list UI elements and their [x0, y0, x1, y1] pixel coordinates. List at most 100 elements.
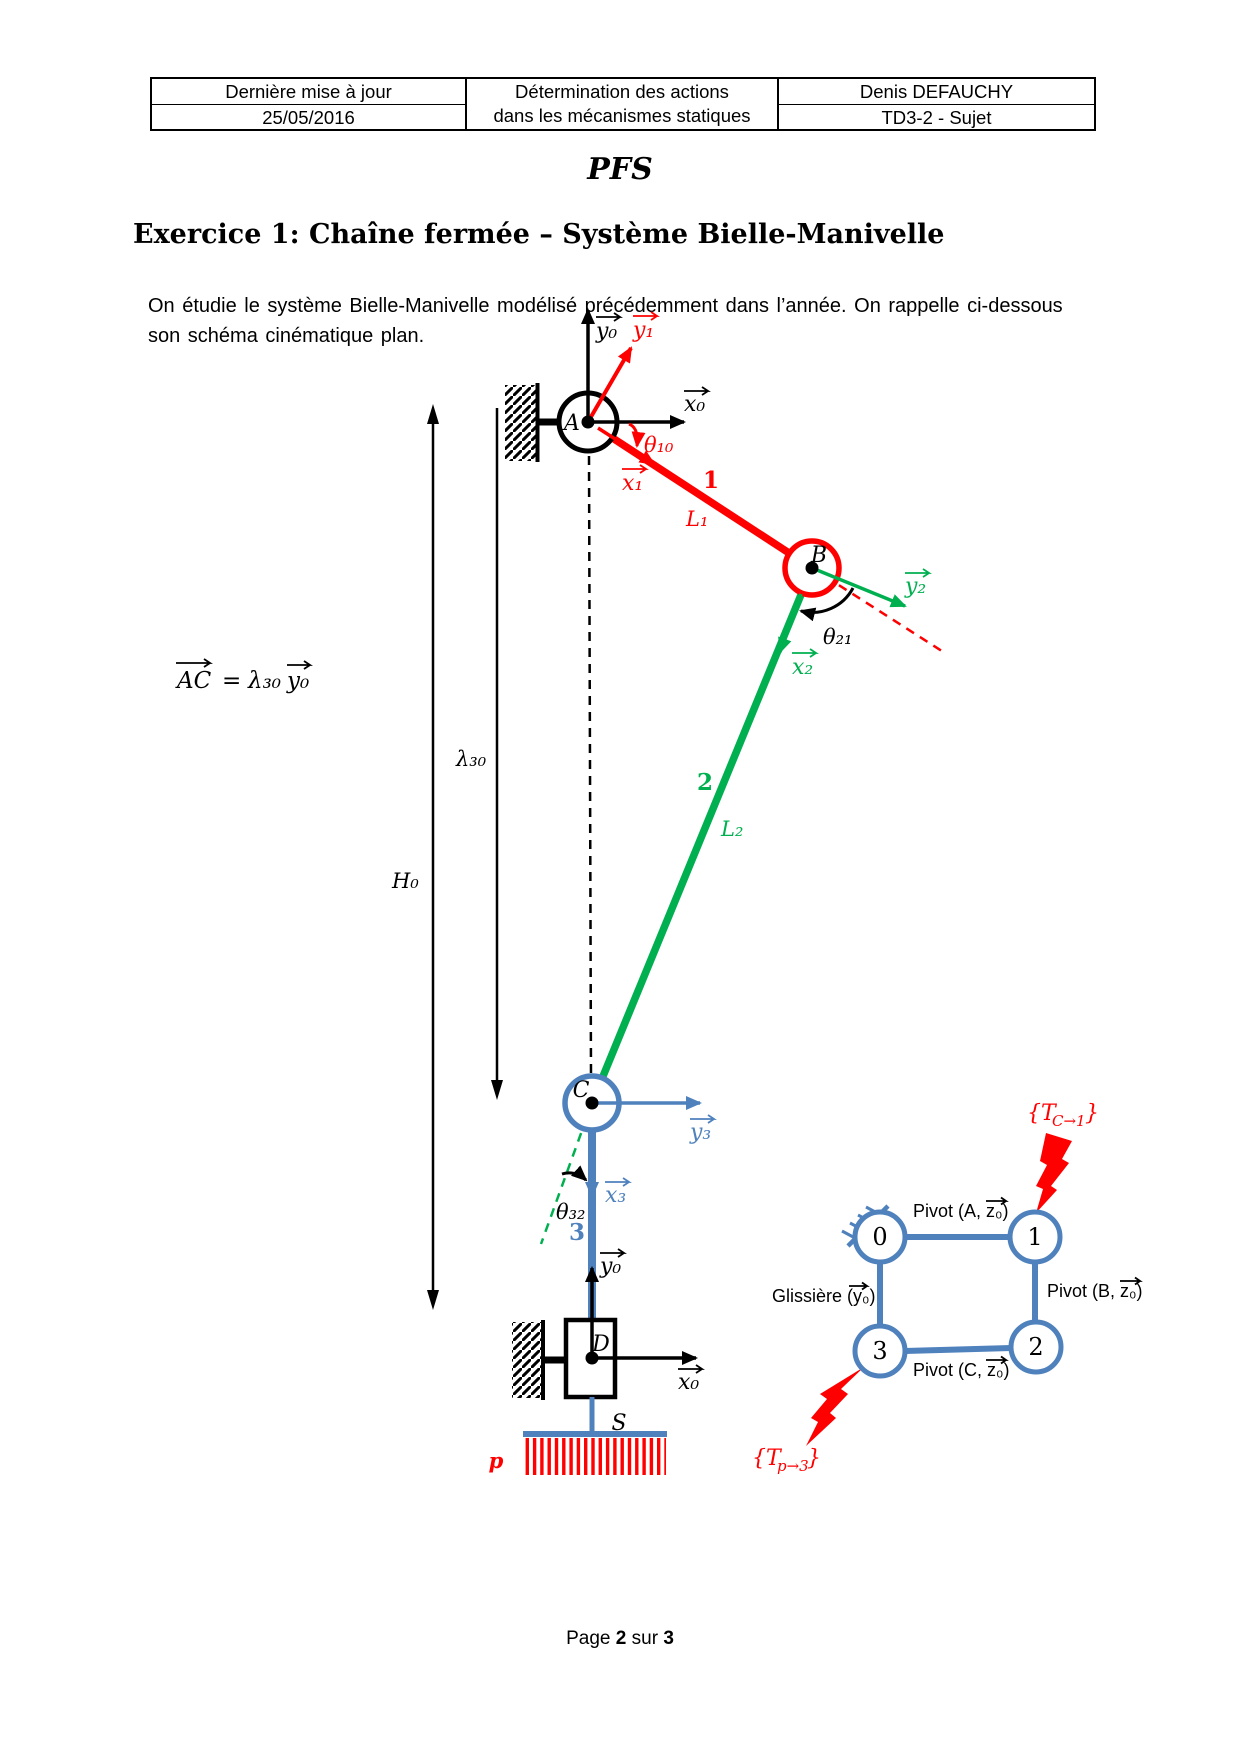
svg-text:x₀: x₀ — [678, 1370, 699, 1395]
theta32-label: θ₃₂ — [556, 1200, 585, 1224]
link2-length: L₂ — [720, 817, 743, 841]
graph-node-3-label: 3 — [872, 1337, 887, 1365]
equation-lhs: AC — [175, 668, 212, 694]
link2-number: 2 — [697, 769, 713, 796]
h0-dimension — [427, 404, 439, 1310]
page-title: PFS — [587, 152, 653, 187]
svg-text:}: } — [807, 1446, 821, 1471]
link3-number: 3 — [569, 1219, 585, 1246]
pressure-label: p — [489, 1448, 504, 1473]
joint-d-dot — [585, 1351, 599, 1365]
joint-d-label: D — [591, 1332, 610, 1357]
svg-text:Glissière (y₀): Glissière (y₀) — [772, 1286, 875, 1306]
theta32-arc — [561, 1165, 588, 1182]
graph-edge-3-2 — [904, 1345, 1012, 1354]
theta21-arc — [799, 587, 855, 622]
svg-text:x₀: x₀ — [684, 392, 705, 417]
header-col-title: Détermination des actions dans les mécan… — [465, 79, 779, 129]
graph-node-1-label: 1 — [1027, 1223, 1042, 1251]
svg-text:y₀: y₀ — [595, 319, 617, 344]
lambda30-label: λ₃₀ — [455, 747, 487, 771]
torque-p3-label: {T p→3 } — [752, 1446, 821, 1475]
link1-number: 1 — [703, 467, 719, 494]
graph-pivot-b-label: Pivot (B, z₀) — [1047, 1276, 1143, 1301]
svg-text:{T: {T — [1027, 1101, 1058, 1126]
joint-b-label: B — [810, 543, 827, 568]
intro-line2: son schéma cinématique plan. — [148, 325, 425, 347]
exercise-heading: Exercice 1: Chaîne fermée – Système Biel… — [133, 219, 945, 250]
x0-top-label: x₀ — [684, 386, 711, 417]
x1-arrow — [597, 426, 656, 466]
svg-text:y₀: y₀ — [599, 1254, 621, 1279]
header-col-updated: Dernière mise à jour 25/05/2016 — [152, 79, 465, 129]
header-table: Dernière mise à jour 25/05/2016 Détermin… — [150, 77, 1096, 131]
y2-arrow — [811, 566, 907, 608]
surface-s-label: S — [611, 1411, 626, 1436]
theta21-label: θ₂₁ — [823, 625, 852, 649]
joint-a-label: A — [562, 411, 580, 436]
x1-label: x₁ — [622, 464, 649, 496]
graph-pivot-a-label: Pivot (A, z₀) — [913, 1196, 1009, 1221]
lambda30-dimension — [491, 408, 503, 1100]
y1-arrow — [586, 346, 633, 424]
torque-c1-label: {T C→1 } — [1027, 1101, 1099, 1130]
svg-text:p→3: p→3 — [777, 1457, 809, 1475]
svg-text:y₃: y₃ — [689, 1120, 711, 1145]
wall-hatch-a — [505, 383, 562, 462]
footer-page-number: 2 — [615, 1628, 627, 1649]
header-updated-date: 25/05/2016 — [262, 106, 355, 128]
header-author: Denis DEFAUCHY — [779, 79, 1094, 105]
h0-arrow-down-icon — [427, 1290, 439, 1310]
lambda30-arrow-down-icon — [491, 1080, 503, 1100]
header-course-line2: dans les mécanismes statiques — [493, 105, 751, 126]
graph-node-3 — [852, 1323, 908, 1379]
y1-label: y₁ — [632, 311, 660, 343]
x2-arrow — [778, 593, 803, 654]
svg-text:x₂: x₂ — [792, 655, 813, 680]
svg-text:Pivot (B, z₀): Pivot (B, z₀) — [1047, 1281, 1142, 1301]
joint-c-label: C — [573, 1078, 590, 1103]
y0-bottom-label: y₀ — [599, 1248, 627, 1279]
lightning-bolt-c1-icon — [1036, 1133, 1072, 1213]
link1-extension-dashed — [811, 566, 946, 655]
y0-top-label: y₀ — [595, 312, 623, 344]
pressure-hatch — [524, 1438, 666, 1475]
x3-label: x₃ — [605, 1177, 632, 1208]
header-col-author: Denis DEFAUCHY TD3-2 - Sujet — [779, 79, 1094, 129]
svg-text:x₁: x₁ — [622, 471, 643, 496]
linkage-graph: 0 1 2 3 Pivot (A, z₀) Pivot (B, z₀) Pivo… — [752, 1101, 1143, 1475]
page-footer: Page 2 sur 3 — [148, 1628, 1092, 1650]
graph-node-0 — [852, 1209, 908, 1265]
equation-vec: y₀ — [286, 668, 309, 694]
h0-label: H₀ — [391, 869, 419, 893]
ac-dashed-line — [587, 455, 593, 1077]
header-updated-label: Dernière mise à jour — [152, 79, 465, 105]
joint-c-dot — [585, 1096, 599, 1110]
footer-sur: sur — [631, 1628, 659, 1649]
header-doc-ref: TD3-2 - Sujet — [881, 106, 992, 128]
x2-label: x₂ — [792, 648, 819, 680]
x0-bottom-label: x₀ — [678, 1364, 705, 1395]
graph-glissiere-label: Glissière (y₀) — [772, 1281, 875, 1306]
rod-link-2 — [588, 566, 816, 1105]
link1-length: L₁ — [685, 507, 708, 531]
footer-total-pages: 3 — [663, 1628, 674, 1649]
equation-equals: = — [222, 668, 241, 694]
equation-coef: λ₃₀ — [247, 668, 281, 694]
theta10-arc — [628, 422, 646, 448]
graph-pivot-c-label: Pivot (C, z₀) — [913, 1355, 1009, 1380]
graph-node-0-label: 0 — [872, 1223, 887, 1251]
svg-text:x₃: x₃ — [605, 1183, 626, 1208]
svg-text:Pivot (C, z₀): Pivot (C, z₀) — [913, 1360, 1009, 1380]
svg-text:y₂: y₂ — [904, 574, 926, 599]
wall-hatch-d — [512, 1320, 568, 1400]
svg-text:{T: {T — [752, 1446, 783, 1471]
graph-node-2-label: 2 — [1028, 1333, 1043, 1361]
header-course-line1: Détermination des actions — [515, 81, 729, 102]
svg-text:C→1: C→1 — [1052, 1112, 1086, 1130]
joint-a-dot — [581, 415, 595, 429]
y2-label: y₂ — [904, 568, 932, 599]
footer-word: Page — [566, 1628, 611, 1649]
h0-arrow-up-icon — [427, 404, 439, 424]
